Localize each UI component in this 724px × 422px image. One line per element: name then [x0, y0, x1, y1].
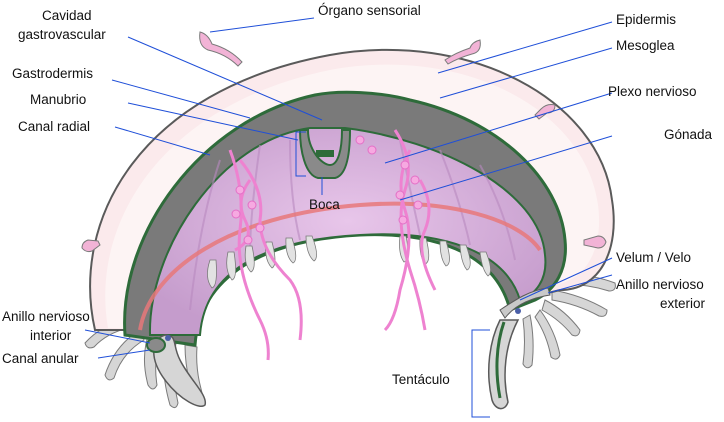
gonad-clusters	[231, 135, 423, 245]
ring-canal-red	[138, 201, 542, 331]
label-mesoglea: Mesoglea	[616, 38, 675, 53]
ring-canal-left	[146, 337, 166, 353]
label-velum: Velum / Velo	[616, 250, 691, 265]
velum	[499, 287, 551, 319]
subumbrella-fringe	[207, 235, 491, 289]
tentacle-left	[153, 334, 206, 407]
label-anillo-exterior-line1: Anillo nervioso	[616, 277, 704, 292]
label-canal-radial: Canal radial	[18, 119, 90, 134]
label-epidermis: Epidermis	[616, 12, 676, 27]
label-cavidad-line1: Cavidad	[42, 8, 92, 23]
label-manubrio: Manubrio	[30, 92, 86, 107]
label-anillo-interior-line2: interior	[30, 328, 72, 343]
label-canal-anular: Canal anular	[2, 351, 79, 366]
label-cavidad-line2: gastrovascular	[18, 27, 106, 42]
manubrium	[298, 129, 352, 179]
label-organo-sensorial: Órgano sensorial	[318, 3, 421, 18]
label-plexo-nervioso: Plexo nervioso	[608, 84, 697, 99]
leader-lines	[84, 17, 613, 418]
tentacle-right	[488, 319, 520, 410]
right-tentacle-fringe	[522, 274, 616, 369]
tentacle-canal	[495, 321, 506, 399]
label-anillo-interior-line1: Anillo nervioso	[2, 309, 90, 324]
label-boca: Boca	[309, 197, 340, 212]
outer-nerve-ring-dot	[515, 308, 521, 314]
label-tentaculo: Tentáculo	[392, 372, 450, 387]
label-gastrodermis: Gastrodermis	[12, 66, 93, 81]
label-anillo-exterior-line2: exterior	[660, 296, 706, 311]
label-gonada: Gónada	[664, 127, 713, 142]
mouth-opening	[316, 150, 334, 157]
inner-nerve-ring-dot	[165, 335, 171, 341]
